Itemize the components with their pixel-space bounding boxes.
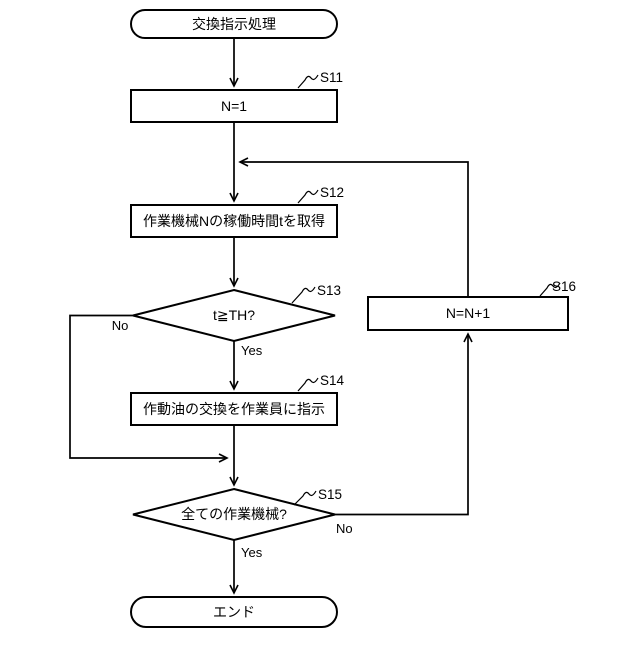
node-s13-decision: t≧TH? — [132, 288, 336, 343]
s14-ref-text: S14 — [320, 373, 345, 388]
edge-s13-no-branch — [69, 314, 229, 463]
step-ref-s15: S15 — [293, 487, 342, 506]
s12-process-label: 作業機械Nの稼働時間tを取得 — [143, 213, 325, 229]
branch-label-s15-yes: Yes — [241, 545, 263, 560]
s13-decision-label: t≧TH? — [213, 307, 255, 323]
node-s12-process: 作業機械Nの稼働時間tを取得 — [130, 204, 338, 238]
s15-ref-text: S15 — [318, 487, 342, 502]
s16-leader-squiggle — [539, 282, 561, 297]
s11-process-shape — [130, 89, 338, 123]
s12-ref-text: S12 — [320, 185, 344, 200]
s13-leader-squiggle — [291, 286, 316, 304]
s16-process-shape — [367, 296, 569, 331]
end-terminator-label: エンド — [213, 604, 255, 620]
node-end-terminator: エンド — [130, 596, 338, 628]
s16-process-label: N=N+1 — [446, 305, 491, 321]
node-s11-process: N=1 — [130, 89, 338, 123]
step-ref-s13: S13 — [291, 283, 341, 304]
edge-s15-no-to-s16 — [335, 332, 473, 516]
node-s16-process: N=N+1 — [367, 296, 569, 331]
node-s15-decision: 全ての作業機械? — [132, 487, 336, 542]
start-terminator-label: 交換指示処理 — [192, 16, 276, 32]
s11-process-label: N=1 — [221, 98, 247, 114]
end-terminator-shape — [130, 596, 338, 628]
node-s14-process: 作動油の交換を作業員に指示 — [130, 392, 338, 426]
s12-leader-squiggle — [297, 189, 319, 204]
start-terminator-shape — [130, 9, 338, 39]
s13-ref-text: S13 — [317, 283, 341, 298]
s11-leader-squiggle — [297, 74, 319, 89]
s14-process-shape — [130, 392, 338, 426]
step-ref-s12: S12 — [297, 185, 344, 204]
branch-label-s13-yes: Yes — [241, 343, 263, 358]
step-ref-s16: S16 — [539, 279, 576, 297]
step-ref-s11: S11 — [297, 70, 343, 89]
branch-label-s15-no: No — [336, 521, 353, 536]
s14-process-label: 作動油の交換を作業員に指示 — [143, 401, 325, 417]
s15-leader-squiggle — [293, 490, 317, 506]
s11-ref-text: S11 — [320, 70, 343, 85]
step-ref-s14: S14 — [297, 373, 345, 392]
node-start-terminator: 交換指示処理 — [130, 9, 338, 39]
s13-decision-shape — [132, 288, 336, 343]
s12-process-shape — [130, 204, 338, 238]
branch-label-s13-no: No — [112, 318, 129, 333]
edge-s16-return-to-mainline — [238, 157, 469, 297]
s15-decision-label: 全ての作業機械? — [181, 506, 287, 522]
s14-leader-squiggle — [297, 377, 319, 392]
s16-ref-text: S16 — [552, 279, 576, 294]
s15-decision-shape — [132, 487, 336, 542]
